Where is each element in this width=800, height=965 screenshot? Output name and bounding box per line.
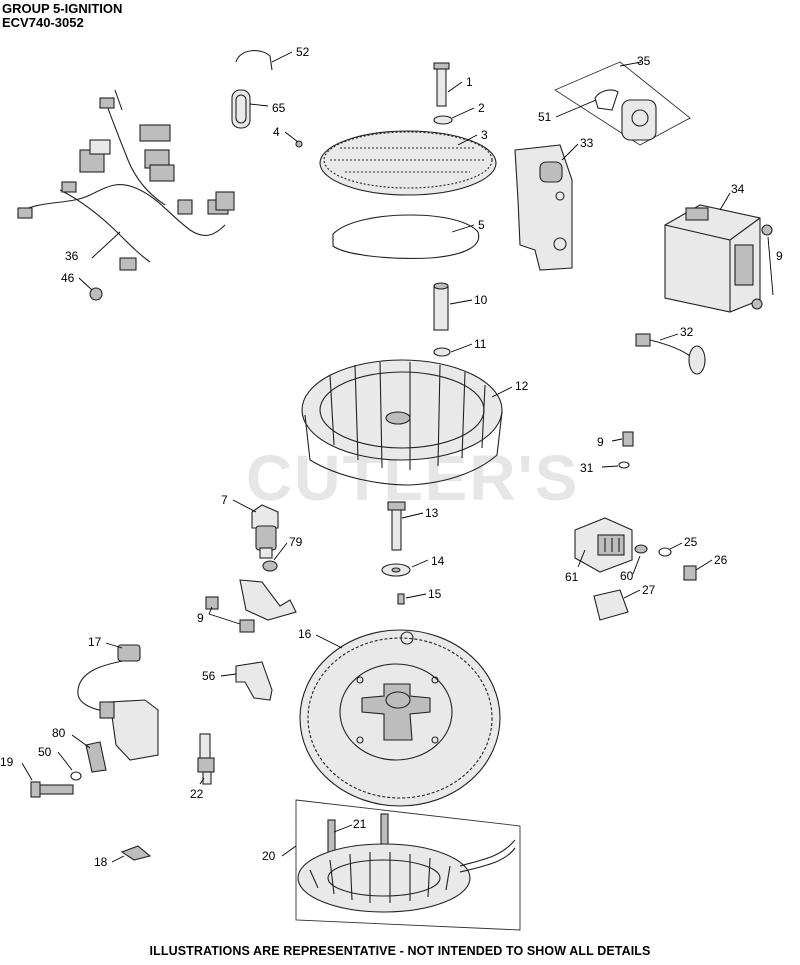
bolt-part: [761, 224, 773, 236]
callout-27: 27: [642, 583, 656, 597]
callout-2: 2: [478, 101, 485, 115]
washer-part: [433, 115, 453, 125]
callout-31: 31: [580, 461, 594, 475]
nut-part: [262, 560, 278, 572]
callout-79: 79: [289, 535, 303, 549]
callout-1: 1: [466, 75, 473, 89]
callout-9: 9: [776, 249, 783, 263]
callout-22: 22: [190, 787, 204, 801]
callout-12: 12: [515, 379, 529, 393]
callout-52: 52: [296, 45, 310, 59]
clip-part: [89, 287, 103, 301]
disclaimer-footer: ILLUSTRATIONS ARE REPRESENTATIVE - NOT I…: [149, 944, 651, 958]
callout-61: 61: [565, 570, 579, 584]
mounting-bracket-part: [514, 144, 573, 271]
washer-part: [658, 547, 672, 557]
bolt-part: [436, 67, 447, 107]
trigger-sensor-part: [251, 504, 279, 559]
bracket-assembly-part: [554, 61, 691, 146]
group-title: GROUP 5-IGNITION: [2, 1, 123, 16]
clip-part: [120, 845, 152, 861]
callout-9c: 9: [197, 611, 204, 625]
bolt-part: [205, 596, 219, 610]
cooling-fan-part: [301, 359, 503, 486]
stator-kit-box: [295, 799, 521, 931]
key-part: [397, 593, 405, 605]
grass-screen-part: [319, 130, 497, 196]
callout-25: 25: [684, 535, 698, 549]
rectifier-part: [574, 517, 633, 573]
washer-part: [70, 771, 82, 781]
sensor-part: [635, 333, 706, 375]
callout-56: 56: [202, 669, 216, 683]
callout-4: 4: [273, 125, 280, 139]
ring-part: [332, 214, 480, 259]
bracket-part: [239, 579, 297, 621]
callout-16: 16: [298, 627, 312, 641]
callout-65: 65: [272, 101, 286, 115]
bolt-part: [683, 565, 697, 581]
ignition-coil-part: [77, 644, 159, 761]
callout-35: 35: [637, 54, 651, 68]
callout-26: 26: [714, 553, 728, 567]
stator-part: [297, 839, 516, 913]
callout-9b: 9: [597, 435, 604, 449]
model-number: ECV740-3052: [2, 15, 84, 30]
flywheel-part: [299, 629, 501, 807]
spark-plug-part: [197, 733, 215, 785]
callout-50: 50: [38, 745, 52, 759]
callout-14: 14: [431, 554, 445, 568]
callout-34: 34: [731, 182, 745, 196]
callout-36: 36: [65, 249, 79, 263]
spacer-part: [85, 741, 107, 773]
callout-33: 33: [580, 136, 594, 150]
callout-18: 18: [94, 855, 108, 869]
spacer-part: [433, 285, 449, 331]
callout-51: 51: [538, 110, 552, 124]
cover-part: [593, 589, 629, 621]
screw-part: [295, 140, 303, 148]
callout-32: 32: [680, 325, 694, 339]
callout-3: 3: [481, 128, 488, 142]
callout-21: 21: [353, 817, 367, 831]
callout-46: 46: [61, 271, 75, 285]
nut-part: [634, 544, 648, 554]
bolt-part: [391, 507, 402, 551]
bracket-part: [235, 661, 273, 701]
gasket-part: [231, 89, 251, 129]
callout-7: 7: [221, 493, 228, 507]
bolt-part: [751, 298, 763, 310]
wiring-harness-part: [17, 89, 235, 271]
bolt-part: [622, 431, 634, 447]
wire-part: [235, 50, 273, 71]
callout-17: 17: [88, 635, 102, 649]
callout-5: 5: [478, 218, 485, 232]
callout-19: 19: [0, 755, 14, 769]
washer-part: [618, 461, 630, 469]
control-module-part: [664, 204, 761, 313]
callout-10: 10: [474, 293, 488, 307]
washer-part: [433, 347, 451, 357]
callout-13: 13: [425, 506, 439, 520]
callout-20: 20: [262, 849, 276, 863]
callout-60: 60: [620, 569, 634, 583]
bolt-part: [239, 619, 255, 633]
callout-15: 15: [428, 587, 442, 601]
callout-11: 11: [474, 337, 487, 351]
callout-80: 80: [52, 726, 66, 740]
